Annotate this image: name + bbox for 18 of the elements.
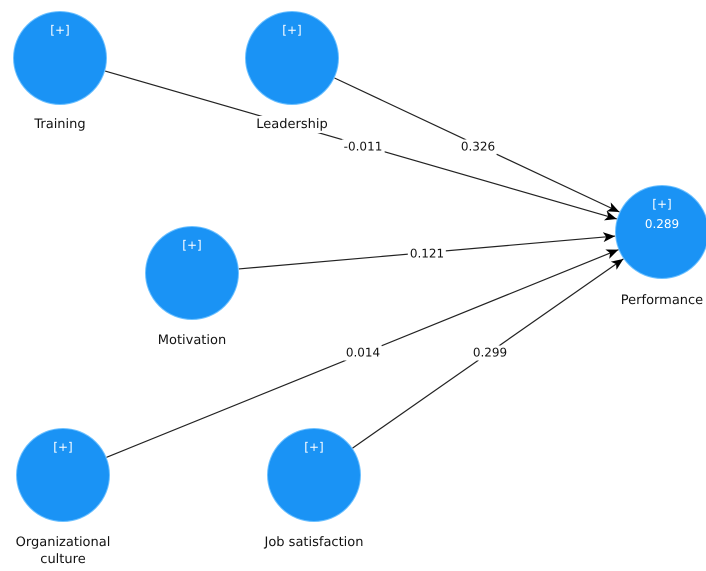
expand-marker: [+] xyxy=(52,439,74,455)
expand-marker: [+] xyxy=(281,22,303,38)
path-arrow xyxy=(106,249,619,458)
path-coefficient: -0.011 xyxy=(342,140,384,154)
expand-marker: [+] xyxy=(181,237,203,253)
construct-label: Job satisfaction xyxy=(264,534,364,551)
path-coefficient: 0.326 xyxy=(458,140,498,154)
r-squared-value: 0.289 xyxy=(644,216,680,232)
path-arrow xyxy=(238,232,616,270)
construct-label: Training xyxy=(33,116,87,133)
path-arrow xyxy=(352,258,624,449)
path-arrow xyxy=(334,77,620,213)
expand-marker: [+] xyxy=(303,439,325,455)
expand-marker: [+] xyxy=(651,196,673,212)
expand-marker: [+] xyxy=(49,22,71,38)
construct-label: Leadership xyxy=(255,116,329,133)
path-coefficient: 0.299 xyxy=(470,346,510,360)
path-coefficient: 0.014 xyxy=(344,346,382,360)
